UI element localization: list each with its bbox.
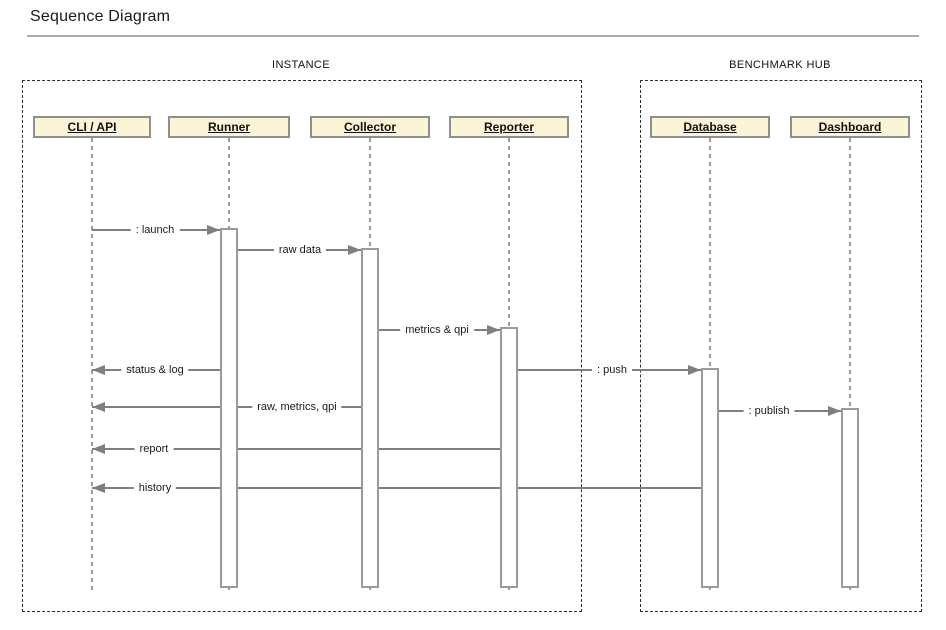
participant-label-collector: Collector (343, 120, 396, 134)
message-line-report (92, 448, 500, 450)
participant-reporter: Reporter (449, 116, 569, 138)
message-label-history: history (133, 482, 177, 494)
message-label-metrics-qpi: metrics & qpi (400, 324, 474, 336)
participant-collector: Collector (310, 116, 430, 138)
participant-label-database: Database (683, 120, 737, 134)
activation-bar-dashboard (841, 408, 859, 588)
activation-bar-runner (220, 228, 238, 588)
frame-benchmark-hub (640, 80, 922, 612)
arrowhead-raw-metrics-qpi (92, 402, 105, 412)
participant-runner: Runner (168, 116, 290, 138)
message-label-raw-data: raw data (273, 244, 327, 256)
arrowhead-history (92, 483, 105, 493)
frame-label-benchmark-hub: BENCHMARK HUB (729, 59, 831, 71)
arrowhead-report (92, 444, 105, 454)
frame-label-instance: INSTANCE (271, 59, 331, 71)
participant-label-reporter: Reporter (483, 120, 534, 134)
lifeline-database (709, 138, 711, 592)
message-label-raw-metrics-qpi: raw, metrics, qpi (252, 401, 342, 413)
arrowhead-push (688, 365, 701, 375)
activation-bar-reporter (500, 327, 518, 588)
title-divider (27, 35, 919, 37)
participant-dashboard: Dashboard (790, 116, 910, 138)
message-label-push: : push (592, 364, 632, 376)
message-label-launch: : launch (130, 224, 180, 236)
arrowhead-raw-data (348, 245, 361, 255)
participant-database: Database (650, 116, 770, 138)
arrowhead-status-log (92, 365, 105, 375)
message-label-report: report (134, 443, 174, 455)
page-title: Sequence Diagram (30, 8, 171, 25)
message-line-history (92, 487, 701, 489)
message-label-status-log: status & log (121, 364, 189, 376)
arrowhead-launch (207, 225, 220, 235)
participant-label-dashboard: Dashboard (818, 120, 882, 134)
participant-label-runner: Runner (208, 120, 250, 134)
message-label-publish: : publish (743, 405, 795, 417)
arrowhead-publish (828, 406, 841, 416)
activation-bar-collector (361, 248, 379, 588)
frame-instance (22, 80, 582, 612)
lifeline-dashboard (849, 138, 851, 592)
participant-cli: CLI / API (33, 116, 151, 138)
activation-bar-database (701, 368, 719, 588)
participant-label-cli: CLI / API (67, 120, 117, 134)
arrowhead-metrics-qpi (487, 325, 500, 335)
